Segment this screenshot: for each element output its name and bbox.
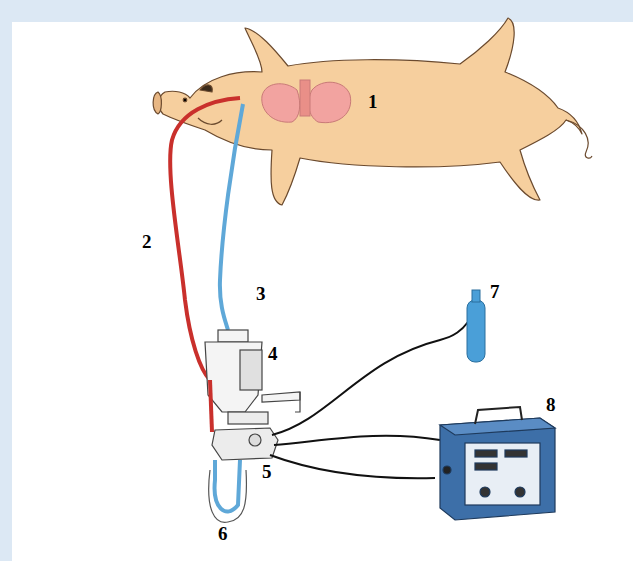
- console-housing: [440, 418, 555, 520]
- pig-eye: [183, 98, 187, 102]
- lungs: [262, 80, 351, 123]
- tubing-clamp: [209, 470, 247, 522]
- left-lung: [262, 84, 300, 122]
- callout-number: 7: [490, 282, 500, 301]
- power-cable: [274, 436, 440, 445]
- oxygenator: [205, 330, 300, 412]
- console: [440, 407, 555, 520]
- pump-neck: [228, 412, 268, 424]
- cylinder-body: [467, 300, 485, 362]
- heart: [300, 80, 310, 116]
- pig-snout: [153, 92, 161, 114]
- callout-number: 3: [256, 284, 266, 303]
- filter: [240, 350, 262, 390]
- pump-rotor: [249, 434, 261, 446]
- signal-cable: [270, 455, 435, 478]
- pig-ear: [198, 118, 222, 124]
- venous-line: [220, 104, 243, 330]
- gas-line: [272, 322, 468, 435]
- callout-number: 1: [368, 92, 378, 111]
- console-display: [505, 450, 527, 457]
- callout-number: 8: [546, 395, 556, 414]
- console-knob: [515, 487, 525, 497]
- callout-number: 5: [262, 462, 272, 481]
- console-display: [475, 463, 497, 470]
- oxygen-cylinder: [467, 290, 485, 362]
- callout-number: 4: [268, 344, 278, 363]
- pig-body: [159, 18, 582, 205]
- pig-ear: [200, 85, 212, 92]
- cylinder-valve: [472, 290, 480, 302]
- console-socket: [443, 466, 451, 474]
- pig: [153, 18, 592, 205]
- reservoir: [205, 342, 262, 412]
- console-top: [440, 418, 555, 435]
- console-display: [475, 450, 497, 457]
- callout-number: 2: [142, 232, 152, 251]
- arterial-connector: [210, 380, 212, 432]
- pig-tail: [566, 120, 592, 158]
- pump-tubing: [215, 460, 240, 512]
- pump-body: [212, 428, 278, 460]
- right-lung: [309, 82, 351, 122]
- console-panel: [465, 443, 540, 505]
- holder-arm: [262, 392, 300, 402]
- holder-clamp: [295, 392, 300, 412]
- oxygenator-cap: [218, 330, 248, 342]
- console-knob: [480, 487, 490, 497]
- console-handle: [475, 407, 522, 424]
- pump-head: [212, 412, 278, 460]
- callout-number: 6: [218, 524, 228, 543]
